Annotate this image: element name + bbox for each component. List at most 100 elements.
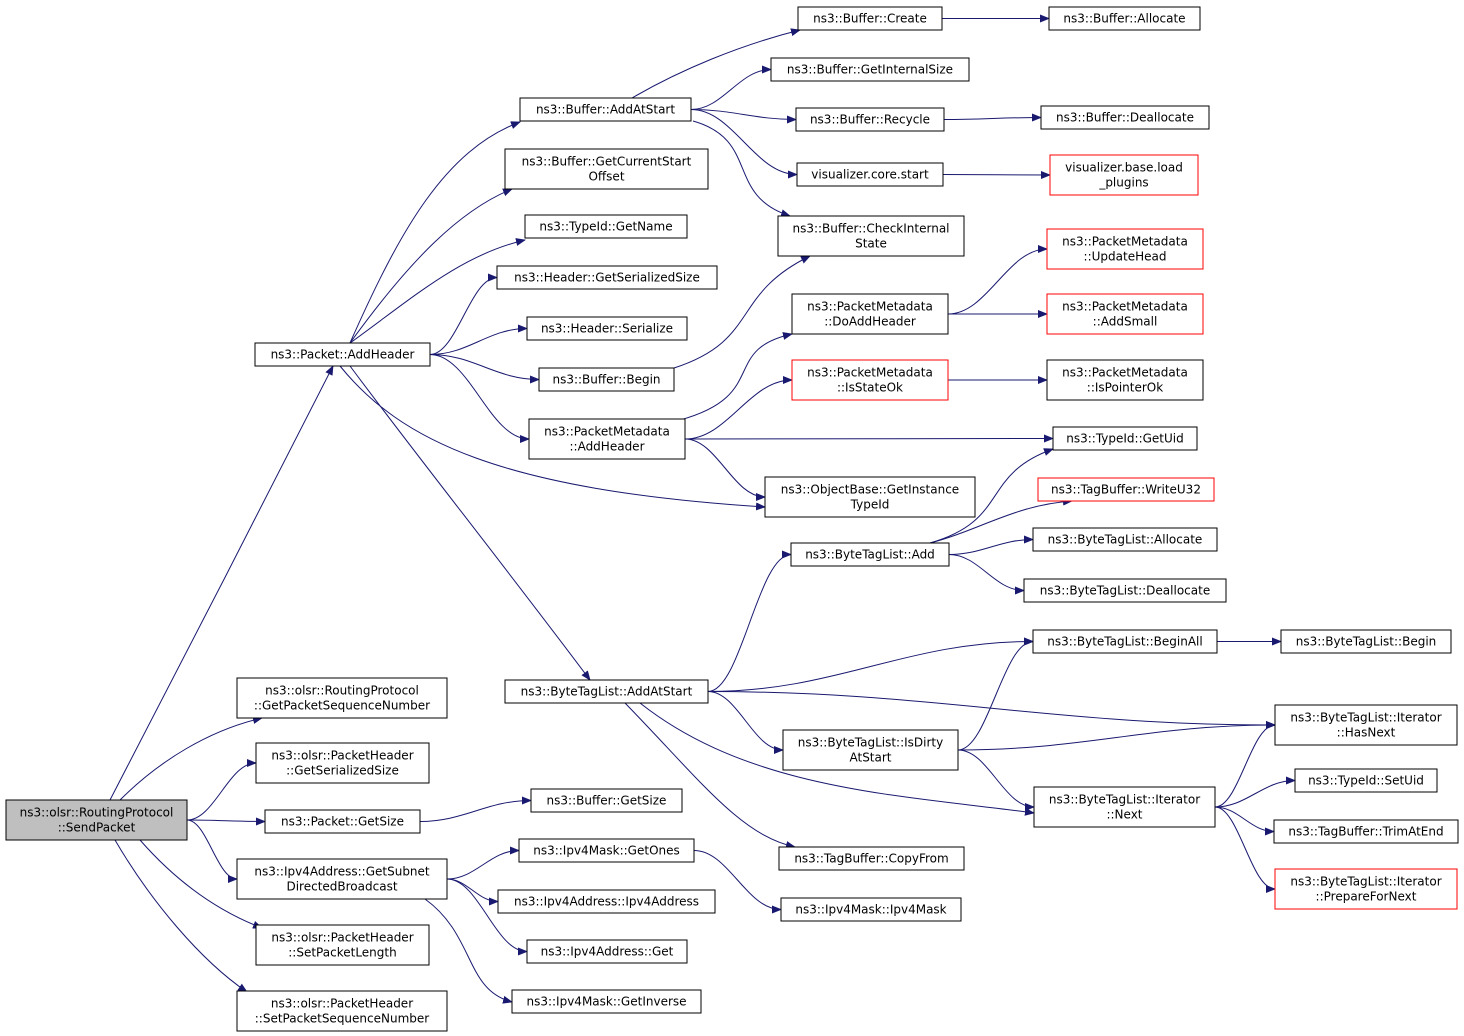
node-box (236, 858, 448, 900)
node-box (1046, 228, 1204, 270)
node-label: Offset (588, 170, 624, 184)
node-label: ns3::TagBuffer::CopyFrom (794, 852, 948, 866)
node-label: ::UpdateHead (1084, 250, 1167, 264)
node-mask_getinverse[interactable]: ns3::Ipv4Mask::GetInverse (511, 989, 702, 1014)
node-box (1032, 629, 1218, 654)
edge-pkt_addheader-to-buf_begin (429, 354, 540, 384)
node-typeid_setuid[interactable]: ns3::TypeId::SetUid (1294, 768, 1438, 793)
node-setpktseq[interactable]: ns3::olsr::PacketHeader::SetPacketSequen… (236, 990, 448, 1032)
node-hdr_serialize[interactable]: ns3::Header::Serialize (526, 316, 688, 341)
node-buf_getinternal[interactable]: ns3::Buffer::GetInternalSize (770, 57, 970, 82)
node-tagbuf_copyfrom[interactable]: ns3::TagBuffer::CopyFrom (778, 846, 965, 871)
node-pm_ispointerok[interactable]: ns3::PacketMetadata::IsPointerOk (1046, 359, 1204, 401)
node-buf_begin[interactable]: ns3::Buffer::Begin (538, 367, 675, 392)
node-tagbuf_writeu32[interactable]: ns3::TagBuffer::WriteU32 (1037, 477, 1215, 502)
node-pkt_addheader[interactable]: ns3::Packet::AddHeader (254, 342, 431, 367)
edge-buf_addatstart-to-buf_checkinternal (692, 120, 791, 218)
node-box (255, 742, 430, 784)
node-label: ns3::ByteTagList::AddAtStart (521, 685, 693, 699)
node-label: ns3::Header::Serialize (541, 322, 673, 336)
node-label: ::SetPacketLength (288, 946, 396, 960)
node-pm_doaddheader[interactable]: ns3::PacketMetadata::DoAddHeader (791, 293, 949, 335)
node-ipv4addr_get[interactable]: ns3::Ipv4Address::Get (526, 939, 688, 964)
node-box (255, 924, 430, 966)
node-box (791, 359, 949, 401)
edge-buf_recycle-to-buf_deallocate (943, 113, 1042, 122)
node-label: State (855, 237, 887, 251)
node-sendpacket[interactable]: ns3::olsr::RoutingProtocol::SendPacket (5, 799, 188, 841)
node-btl_beginall[interactable]: ns3::ByteTagList::BeginAll (1032, 629, 1218, 654)
node-typeid_getname[interactable]: ns3::TypeId::GetName (524, 214, 688, 239)
edges-layer (109, 14, 1296, 1004)
node-box (790, 542, 950, 567)
node-ipv4addr_ctor[interactable]: ns3::Ipv4Address::Ipv4Address (497, 889, 716, 914)
node-typeid_getuid[interactable]: ns3::TypeId::GetUid (1052, 426, 1198, 451)
node-getpktseq[interactable]: ns3::olsr::RoutingProtocol::GetPacketSeq… (236, 677, 448, 719)
node-label: ns3::PacketMetadata (1062, 300, 1188, 314)
node-buf_recycle[interactable]: ns3::Buffer::Recycle (795, 107, 945, 132)
node-btl_begin[interactable]: ns3::ByteTagList::Begin (1280, 629, 1452, 654)
edge-btl_isdirty-to-btl_iter_hasnext (957, 721, 1276, 751)
edge-pkt_getsize-to-buf_getsize (419, 796, 532, 822)
edge-buf_begin-to-buf_checkinternal (673, 255, 811, 369)
node-label: ns3::Ipv4Mask::GetInverse (526, 995, 686, 1009)
node-box (530, 788, 683, 813)
node-mask_ctor[interactable]: ns3::Ipv4Mask::Ipv4Mask (780, 897, 962, 922)
node-box (1274, 868, 1458, 910)
node-label: ns3::ByteTagList::BeginAll (1047, 635, 1202, 649)
node-btl_addatstart[interactable]: ns3::ByteTagList::AddAtStart (504, 679, 709, 704)
node-setpktlen[interactable]: ns3::olsr::PacketHeader::SetPacketLength (255, 924, 430, 966)
edge-sendpacket-to-ph_getsersize (186, 759, 257, 821)
node-btl_add[interactable]: ns3::ByteTagList::Add (790, 542, 950, 567)
node-btl_iter_preparefornext[interactable]: ns3::ByteTagList::Iterator::PrepareForNe… (1274, 868, 1458, 910)
node-box (778, 846, 965, 871)
node-btl_iter_hasnext[interactable]: ns3::ByteTagList::Iterator::HasNext (1274, 704, 1458, 746)
node-box (518, 838, 695, 863)
node-label: ns3::ByteTagList::Iterator (1049, 793, 1200, 807)
node-box (1046, 359, 1204, 401)
edge-btl_add-to-btl_allocate (948, 535, 1034, 555)
edge-btl_add-to-tagbuf_writeu32 (929, 497, 1073, 544)
node-pkt_getsize[interactable]: ns3::Packet::GetSize (264, 809, 421, 834)
node-buf_getsize[interactable]: ns3::Buffer::GetSize (530, 788, 683, 813)
node-vis_start[interactable]: visualizer.core.start (796, 162, 944, 187)
node-label: ns3::olsr::PacketHeader (271, 749, 413, 763)
node-getsubnet[interactable]: ns3::Ipv4Address::GetSubnetDirectedBroad… (236, 858, 448, 900)
node-btl_iter_next[interactable]: ns3::ByteTagList::Iterator::Next (1033, 786, 1216, 828)
edge-getsubnet-to-mask_getones (446, 846, 520, 880)
edge-btl_isdirty-to-btl_iter_next (957, 749, 1035, 811)
node-label: ns3::TypeId::GetName (539, 220, 672, 234)
node-ph_getsersize[interactable]: ns3::olsr::PacketHeader::GetSerializedSi… (255, 742, 430, 784)
edge-btl_addatstart-to-btl_iter_next (639, 702, 1035, 816)
node-label: ns3::Buffer::Allocate (1063, 12, 1185, 26)
node-box (497, 889, 716, 914)
node-box (1280, 629, 1452, 654)
edge-buf_addatstart-to-buf_getinternal (690, 65, 772, 110)
node-btl_allocate[interactable]: ns3::ByteTagList::Allocate (1032, 527, 1218, 552)
node-label: ns3::TagBuffer::WriteU32 (1051, 483, 1201, 497)
node-tagbuf_trimatend[interactable]: ns3::TagBuffer::TrimAtEnd (1273, 819, 1459, 844)
node-btl_deallocate[interactable]: ns3::ByteTagList::Deallocate (1023, 578, 1227, 603)
edge-pkt_addheader-to-typeid_getname (349, 238, 526, 344)
node-buf_deallocate[interactable]: ns3::Buffer::Deallocate (1040, 105, 1210, 130)
node-pm_addsmall[interactable]: ns3::PacketMetadata::AddSmall (1046, 293, 1204, 335)
node-pm_updatehead[interactable]: ns3::PacketMetadata::UpdateHead (1046, 228, 1204, 270)
node-hdr_getsersize[interactable]: ns3::Header::GetSerializedSize (496, 265, 718, 290)
edge-pkt_addheader-to-hdr_getsersize (429, 273, 498, 355)
node-buf_addatstart[interactable]: ns3::Buffer::AddAtStart (519, 97, 692, 122)
edge-vis_start-to-vis_loadplugins (942, 170, 1051, 179)
node-label: ns3::PacketMetadata (807, 366, 933, 380)
node-mask_getones[interactable]: ns3::Ipv4Mask::GetOnes (518, 838, 695, 863)
node-vis_loadplugins[interactable]: visualizer.base.load_plugins (1049, 154, 1199, 196)
node-pm_addheader[interactable]: ns3::PacketMetadata::AddHeader (528, 418, 686, 460)
node-pm_isstateok[interactable]: ns3::PacketMetadata::IsStateOk (791, 359, 949, 401)
edge-pm_addheader-to-pm_isstateok (684, 376, 793, 440)
node-label: ::GetSerializedSize (286, 764, 399, 778)
node-box (1049, 154, 1199, 196)
node-buf_allocate[interactable]: ns3::Buffer::Allocate (1048, 6, 1201, 31)
node-buf_create[interactable]: ns3::Buffer::Create (797, 6, 943, 31)
